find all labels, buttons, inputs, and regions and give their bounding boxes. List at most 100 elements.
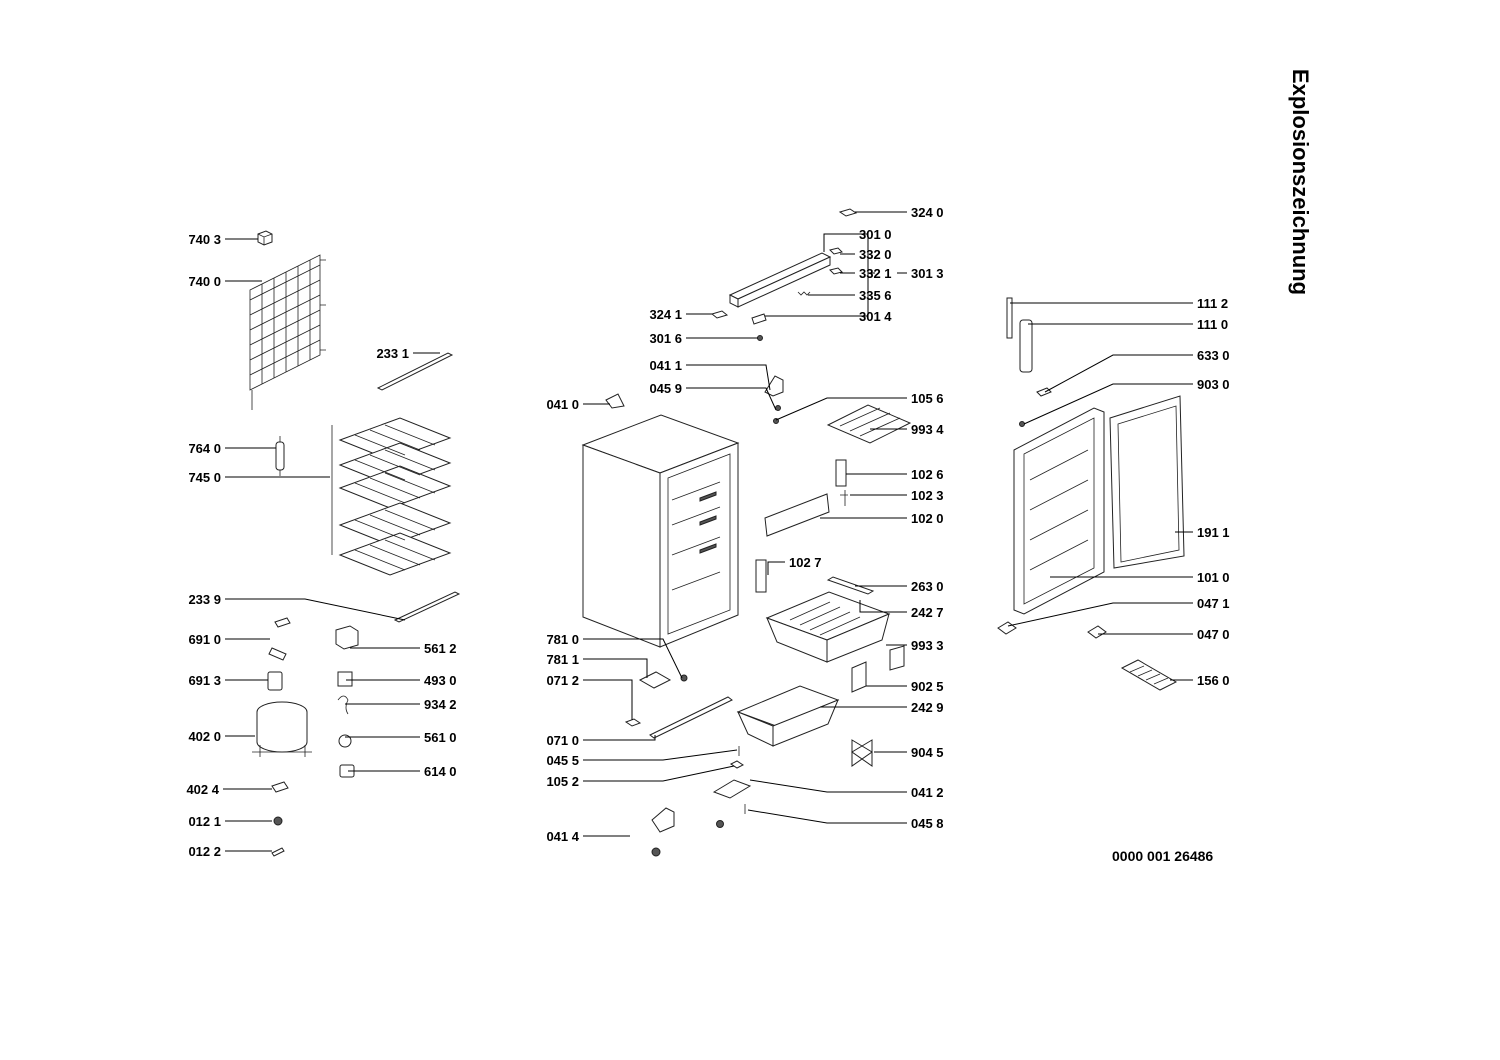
callout-301-6: 301 6 (649, 331, 758, 346)
part-041-1-hinge (764, 375, 784, 397)
part-993-3 (889, 645, 905, 671)
part-047-0 (1087, 625, 1107, 639)
callout-071-0-label: 071 0 (546, 733, 579, 748)
part-301-4 (751, 313, 767, 325)
callout-633-0-label: 633 0 (1197, 348, 1230, 363)
callout-561-2: 561 2 (350, 641, 457, 656)
part-102-0-cover (764, 493, 830, 537)
callout-402-0-label: 402 0 (188, 729, 221, 744)
callout-934-2-label: 934 2 (424, 697, 457, 712)
callout-745-0-label: 745 0 (188, 470, 221, 485)
callout-191-1: 191 1 (1175, 525, 1230, 540)
callout-047-0: 047 0 (1098, 627, 1230, 642)
callout-242-7: 242 7 (859, 600, 944, 620)
callout-324-0: 324 0 (855, 205, 944, 220)
callout-402-4: 402 4 (186, 782, 272, 797)
callout-045-9: 045 9 (649, 381, 777, 411)
callout-242-7-label: 242 7 (911, 605, 944, 620)
callout-045-8: 045 8 (747, 809, 944, 831)
callout-493-0-label: 493 0 (424, 673, 457, 688)
callout-993-3-label: 993 3 (911, 638, 944, 653)
callout-012-1-label: 012 1 (188, 814, 221, 829)
callout-633-0: 633 0 (1044, 348, 1230, 393)
part-934-2 (337, 695, 349, 715)
callout-781-1-label: 781 1 (546, 652, 579, 667)
part-324-0 (838, 208, 858, 217)
callout-301-0: 301 0 (823, 227, 892, 252)
callout-493-0: 493 0 (346, 673, 457, 688)
part-335-6-spring (797, 291, 811, 296)
part-993-4-tray (826, 404, 912, 444)
callout-102-7-leader (767, 561, 785, 575)
part-301-6 (757, 335, 763, 341)
callout-561-0: 561 0 (345, 730, 457, 745)
callout-012-1: 012 1 (188, 814, 272, 829)
part-156-0-ice-tray (1120, 659, 1178, 691)
callout-691-0-label: 691 0 (188, 632, 221, 647)
callout-012-2: 012 2 (188, 844, 272, 859)
callout-301-0-leader (823, 233, 855, 252)
part-111-0-handle (1019, 319, 1033, 373)
callout-233-9-label: 233 9 (188, 592, 221, 607)
part-111-2 (1006, 297, 1013, 339)
callout-903-0-label: 903 0 (1197, 377, 1230, 392)
part-332-0-knob (829, 247, 843, 255)
part-012-2 (271, 847, 285, 857)
part-cabinet-body (581, 414, 740, 648)
part-047-1 (997, 621, 1017, 635)
callout-903-0: 903 0 (1023, 377, 1230, 425)
part-041-2-hinge (712, 779, 752, 799)
callout-902-5-label: 902 5 (911, 679, 944, 694)
callout-105-2: 105 2 (546, 765, 735, 789)
callout-324-1-label: 324 1 (649, 307, 682, 322)
callout-156-0-label: 156 0 (1197, 673, 1230, 688)
part-191-1-gasket (1109, 395, 1185, 569)
callout-045-9-leader (686, 387, 777, 411)
part-263-0 (826, 576, 875, 595)
callout-041-0-label: 041 0 (546, 397, 579, 412)
callout-993-4: 993 4 (870, 422, 944, 437)
callout-041-2-label: 041 2 (911, 785, 944, 800)
callout-335-6-label: 335 6 (859, 288, 892, 303)
part-332-1-knob (829, 267, 843, 275)
callout-045-5: 045 5 (546, 749, 738, 768)
part-745-0-evaporator (331, 417, 452, 576)
callout-740-3: 740 3 (188, 232, 258, 247)
part-041-4 (651, 807, 675, 857)
part-105-2 (730, 760, 744, 769)
callout-263-0: 263 0 (855, 579, 944, 594)
callout-012-2-label: 012 2 (188, 844, 221, 859)
callout-047-1-leader (1007, 602, 1193, 627)
part-102-7 (755, 559, 767, 593)
callout-041-2: 041 2 (749, 779, 944, 800)
callout-041-1-label: 041 1 (649, 358, 682, 373)
callout-324-1: 324 1 (649, 307, 712, 322)
callout-102-3-label: 102 3 (911, 488, 944, 503)
callout-263-0-label: 263 0 (911, 579, 944, 594)
part-041-0-hinge (605, 393, 625, 409)
callout-045-9-label: 045 9 (649, 381, 682, 396)
callout-041-4-label: 041 4 (546, 829, 579, 844)
callout-041-2-leader (749, 779, 907, 793)
callout-745-0: 745 0 (188, 470, 330, 485)
callout-102-7: 102 7 (767, 555, 822, 575)
callout-614-0: 614 0 (348, 764, 457, 779)
callout-111-0-label: 111 0 (1197, 317, 1228, 332)
callout-045-5-label: 045 5 (546, 753, 579, 768)
callout-233-1-label: 233 1 (376, 346, 409, 361)
part-233-9-bar (393, 591, 461, 623)
callout-102-3: 102 3 (850, 488, 944, 503)
callout-993-4-label: 993 4 (911, 422, 944, 437)
callout-233-1: 233 1 (376, 346, 440, 361)
part-102-3 (840, 490, 848, 506)
callout-111-0: 111 0 (1028, 317, 1228, 332)
callout-111-2-label: 111 2 (1197, 296, 1228, 311)
callout-242-9: 242 9 (820, 700, 944, 715)
callout-904-5: 904 5 (874, 745, 944, 760)
callout-740-0: 740 0 (188, 274, 262, 289)
callout-102-6-label: 102 6 (911, 467, 944, 482)
callout-233-9: 233 9 (188, 592, 406, 621)
